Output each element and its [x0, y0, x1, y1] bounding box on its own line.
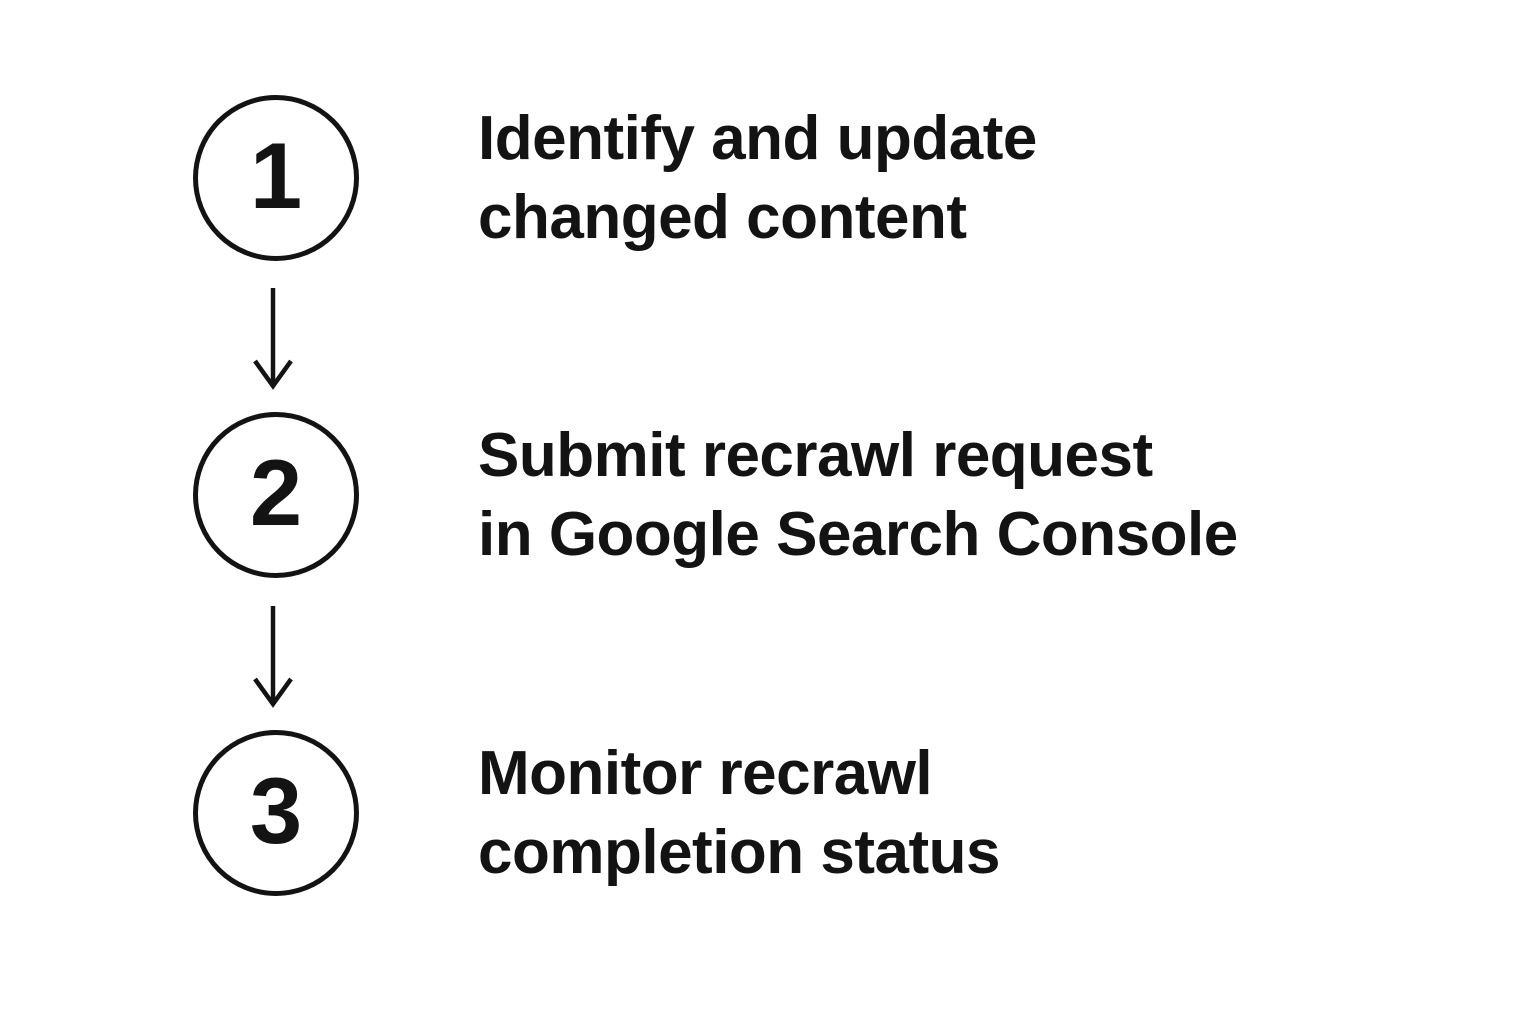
- step-1-circle: 1: [193, 95, 359, 261]
- step-1-label: Identify and update changed content: [478, 99, 1037, 257]
- step-2-label: Submit recrawl request in Google Search …: [478, 416, 1238, 574]
- step-2-circle: 2: [193, 412, 359, 578]
- step-1-label-line2: changed content: [478, 183, 967, 252]
- step-3-circle: 3: [193, 730, 359, 896]
- arrow-down-icon: [251, 604, 295, 708]
- step-3-label-line1: Monitor recrawl: [478, 739, 933, 808]
- step-1-number: 1: [249, 123, 303, 228]
- step-3-number: 3: [249, 758, 303, 863]
- step-3-label-line2: completion status: [478, 818, 1001, 887]
- step-1-label-line1: Identify and update: [478, 104, 1037, 173]
- step-2-label-line2: in Google Search Console: [478, 500, 1238, 569]
- step-2-label-line1: Submit recrawl request: [478, 421, 1153, 490]
- step-2-number: 2: [249, 440, 303, 545]
- step-3-label: Monitor recrawl completion status: [478, 734, 1001, 892]
- arrow-down-icon: [251, 286, 295, 390]
